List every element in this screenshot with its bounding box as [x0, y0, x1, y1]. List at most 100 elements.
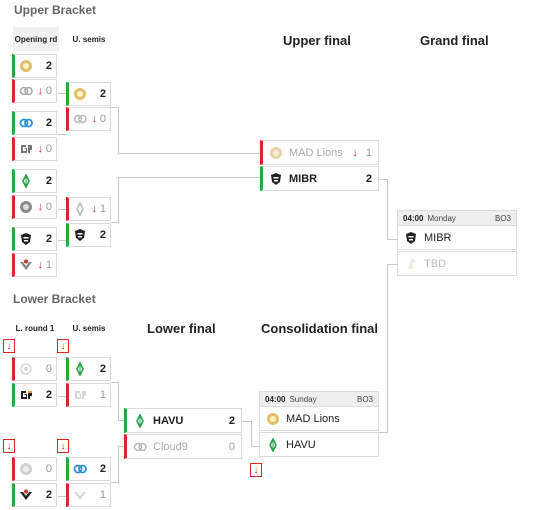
connector: [387, 264, 397, 265]
connector: [58, 93, 66, 94]
grand-final-team-a[interactable]: MIBR: [397, 225, 517, 250]
connector: [118, 107, 119, 153]
lower-round1-match-1-team-b[interactable]: 2: [12, 383, 57, 407]
connector: [118, 446, 124, 447]
drop-down-indicator[interactable]: ↓: [3, 439, 15, 453]
connector: [111, 482, 119, 483]
connector: [118, 153, 260, 154]
opening-match-2-team-b[interactable]: ↓ 0: [12, 137, 57, 161]
upper-semi-1-team-b[interactable]: ↓ 0: [66, 107, 111, 131]
connector: [387, 264, 388, 432]
eliminated-arrow-icon: ↓: [37, 201, 44, 213]
connector: [118, 177, 119, 223]
connector: [118, 446, 119, 483]
connector: [387, 239, 397, 240]
consolidation-final-title: Consolidation final: [261, 321, 378, 336]
lower-final-team-b[interactable]: Cloud9 0: [124, 434, 242, 459]
upper-bracket-title: Upper Bracket: [14, 3, 97, 17]
lower-semi-2-team-a[interactable]: 2: [66, 457, 111, 481]
consolidation-final-team-b[interactable]: HAVU: [259, 432, 379, 457]
cloud9-logo-grey: [72, 111, 88, 127]
grand-final-title: Grand final: [420, 33, 489, 48]
upper-final-team-b[interactable]: MIBR 2: [260, 166, 379, 191]
lower-semi-1-team-a[interactable]: 2: [66, 357, 111, 381]
opening-match-4-team-a[interactable]: 2: [12, 227, 57, 251]
eliminated-arrow-icon: ↓: [91, 113, 98, 125]
connector: [251, 421, 252, 446]
cloud9-logo: [18, 115, 34, 131]
upper-final-title: Upper final: [283, 33, 351, 48]
consolidation-final-header: 04:00 Sunday BO3: [259, 391, 379, 406]
havu-logo-grey: [72, 201, 88, 217]
wings-logo-grey: [72, 487, 88, 503]
connector: [118, 382, 119, 420]
connector: [111, 382, 119, 383]
connector: [58, 396, 66, 397]
havu-logo: [133, 413, 147, 428]
opening-match-1-team-b[interactable]: ↓ 0: [12, 79, 57, 103]
connector: [58, 209, 66, 210]
opening-match-2-team-a[interactable]: 2: [12, 111, 57, 135]
mibr-logo: [18, 231, 34, 247]
cloud9-logo-grey: [133, 440, 147, 454]
connector: [118, 420, 124, 421]
havu-logo: [266, 437, 280, 452]
cloud9-logo: [72, 461, 88, 477]
tbd-logo: [404, 257, 418, 271]
upper-semi-2-team-b[interactable]: 2: [66, 223, 111, 247]
mad-lions-logo-grey: [269, 146, 283, 160]
cloud9-logo-grey: [18, 361, 34, 377]
connector: [387, 179, 388, 239]
eliminated-arrow-icon: ↓: [91, 203, 98, 215]
connector: [379, 432, 388, 433]
lower-round1-match-1-team-a[interactable]: 0: [12, 357, 57, 381]
lower-round1-match-2-team-a[interactable]: 0: [12, 457, 57, 481]
consolidation-final-team-a[interactable]: MAD Lions: [259, 406, 379, 431]
mibr-logo: [72, 227, 88, 243]
mibr-logo: [269, 172, 283, 186]
grand-final-header: 04:00 Monday BO3: [397, 210, 517, 225]
opening-match-4-team-b[interactable]: ↓ 1: [12, 253, 57, 277]
wings-logo: [18, 487, 34, 503]
upper-semi-2-team-a[interactable]: ↓ 1: [66, 197, 111, 221]
team-logo-circle: [18, 199, 34, 215]
gamerlegion-logo-grey: [72, 387, 88, 403]
drop-down-indicator[interactable]: ↓: [3, 339, 15, 353]
column-lower-round-1: L. round 1: [15, 324, 55, 333]
connector: [111, 222, 119, 223]
drop-down-indicator[interactable]: ↓: [57, 339, 69, 353]
mad-lions-logo: [72, 86, 88, 102]
connector: [251, 446, 259, 447]
opening-match-3-team-b[interactable]: ↓ 0: [12, 195, 57, 219]
havu-logo: [72, 361, 88, 377]
drop-down-indicator[interactable]: ↓: [57, 439, 69, 453]
column-upper-semis: U. semis: [72, 35, 106, 44]
lower-semi-2-team-b[interactable]: 1: [66, 483, 111, 507]
upper-semi-1-team-a[interactable]: 2: [66, 82, 111, 106]
connector: [58, 240, 66, 241]
lower-bracket-title: Lower Bracket: [13, 292, 96, 306]
column-lower-semis: U. semis: [72, 324, 106, 333]
drop-down-indicator[interactable]: ↓: [250, 463, 262, 477]
grand-final-team-b[interactable]: TBD: [397, 251, 517, 276]
upper-final-team-a[interactable]: MAD Lions ↓ 1: [260, 140, 379, 165]
mad-lions-logo: [266, 412, 280, 426]
connector: [118, 177, 260, 178]
lower-final-title: Lower final: [147, 321, 216, 336]
gamerlegion-logo: [18, 141, 34, 157]
mad-lions-logo: [18, 58, 34, 74]
havu-logo: [18, 173, 34, 189]
opening-match-1-team-a[interactable]: 2: [12, 54, 57, 78]
connector: [58, 134, 66, 135]
lower-final-team-a[interactable]: HAVU 2: [124, 408, 242, 433]
column-header-bg: [13, 27, 59, 51]
opening-match-3-team-a[interactable]: 2: [12, 169, 57, 193]
eliminated-arrow-icon: ↓: [352, 146, 358, 159]
team-logo-circle: [18, 461, 34, 477]
lower-semi-1-team-b[interactable]: 1: [66, 383, 111, 407]
cloud9-logo-grey: [18, 83, 34, 99]
connector: [379, 179, 388, 180]
lower-round1-match-2-team-b[interactable]: 2: [12, 483, 57, 507]
connector: [58, 496, 66, 497]
wings-logo: [18, 257, 34, 273]
